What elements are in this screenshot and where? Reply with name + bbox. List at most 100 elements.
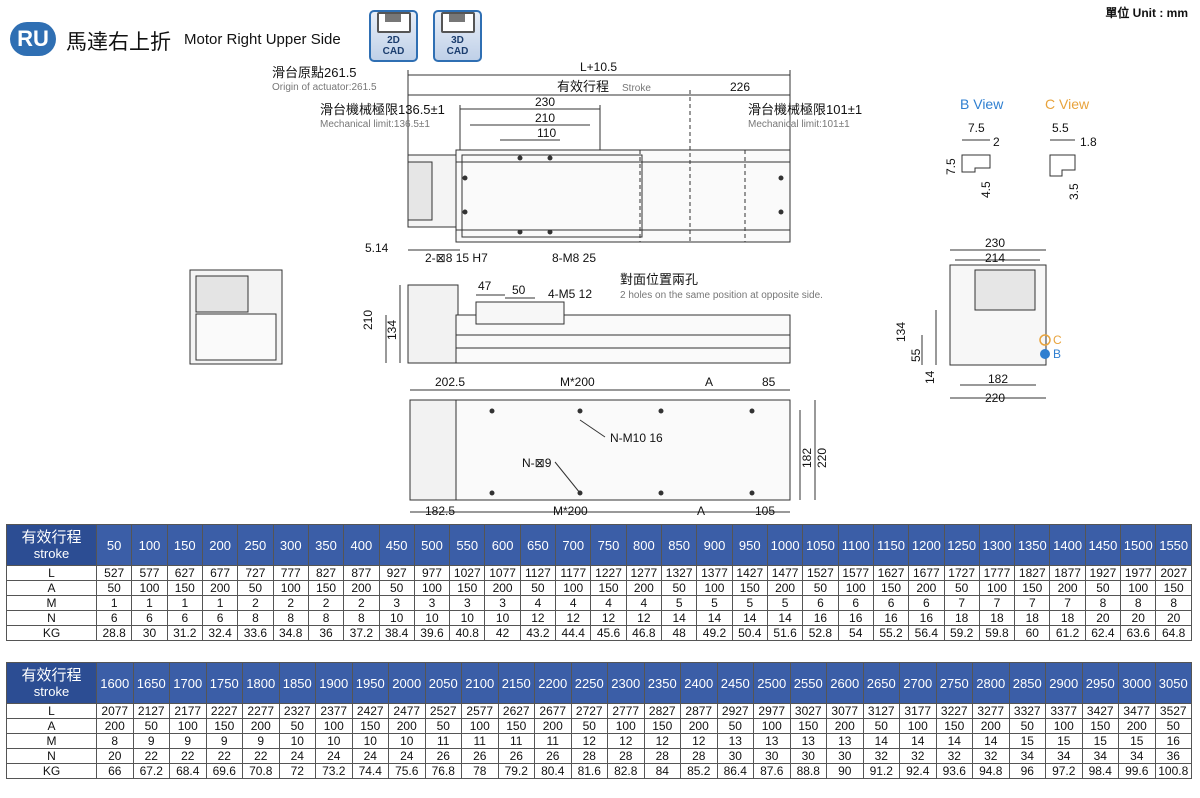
table-cell: 527 xyxy=(95,565,133,581)
table-cell: 3077 xyxy=(826,703,864,719)
mech-left-cn: 滑台機械極限136.5±1 xyxy=(320,102,445,117)
stroke-value-header: 1550 xyxy=(1155,524,1192,566)
table-cell: 927 xyxy=(378,565,415,581)
table-cell: 1027 xyxy=(449,565,486,581)
stroke-value-header: 1800 xyxy=(242,662,280,704)
table-cell: 39.6 xyxy=(413,625,451,641)
model-badge: RU xyxy=(10,22,56,56)
stroke-value-header: 1150 xyxy=(872,524,910,566)
stroke-value-header: 900 xyxy=(696,524,733,566)
table-cell: 11 xyxy=(461,733,499,749)
table-cell: 100 xyxy=(315,718,353,734)
end-dim-55: 55 xyxy=(909,348,923,362)
technical-drawing: 滑台原點261.5 Origin of actuator:261.5 滑台機械極… xyxy=(189,60,1097,518)
table-cell: 18 xyxy=(1049,610,1086,626)
table-cell: 49.2 xyxy=(696,625,733,641)
table-cell: 14 xyxy=(660,610,698,626)
stroke-value-header: 2050 xyxy=(424,662,462,704)
stroke-value-header: 1250 xyxy=(943,524,980,566)
table-cell: 42 xyxy=(484,625,521,641)
table-cell: 1 xyxy=(131,595,168,611)
table-cell: 8 xyxy=(1084,595,1122,611)
stroke-value-header: 2150 xyxy=(497,662,535,704)
table-cell: 3 xyxy=(484,595,521,611)
table-cell: 50 xyxy=(95,580,133,596)
table-cell: 100 xyxy=(413,580,451,596)
table-cell: 200 xyxy=(242,718,280,734)
table-cell: 200 xyxy=(680,718,718,734)
table-cell: 150 xyxy=(1155,580,1192,596)
stroke-value-header: 700 xyxy=(555,524,592,566)
table-cell: 51.6 xyxy=(766,625,804,641)
table-cell: 100 xyxy=(555,580,592,596)
table-cell: 1727 xyxy=(943,565,980,581)
table-cell: 5 xyxy=(696,595,733,611)
stroke-value-header: 1350 xyxy=(1014,524,1051,566)
table-cell: 30 xyxy=(131,625,168,641)
table-cell: 81.6 xyxy=(570,763,608,779)
table-cell: 1877 xyxy=(1049,565,1086,581)
row-label: A xyxy=(6,580,97,596)
stroke-value-header: 2350 xyxy=(643,662,681,704)
table-cell: 50 xyxy=(519,580,557,596)
table-cell: 150 xyxy=(643,718,681,734)
stroke-value-header: 1600 xyxy=(96,662,134,704)
table-cell: 15 xyxy=(1008,733,1046,749)
table-cell: 10 xyxy=(413,610,451,626)
table-cell: 12 xyxy=(590,610,627,626)
dim-5-14: 5.14 xyxy=(365,241,389,255)
hole-spec-1: 2-⊠8 15 H7 xyxy=(425,251,488,265)
b-view-dim-4-5: 4.5 xyxy=(979,181,993,198)
table-cell: 1327 xyxy=(660,565,698,581)
table-cell: 1477 xyxy=(766,565,804,581)
table-cell: 8 xyxy=(96,733,134,749)
stroke-value-header: 850 xyxy=(660,524,698,566)
table-cell: 16 xyxy=(908,610,945,626)
table-cell: 7 xyxy=(1014,595,1051,611)
table-cell: 100 xyxy=(272,580,309,596)
table-cell: 9 xyxy=(132,733,170,749)
table-cell: 1177 xyxy=(555,565,592,581)
stroke-value-header: 2650 xyxy=(862,662,900,704)
table-cell: 4 xyxy=(625,595,663,611)
mech-left-en: Mechanical limit:136.5±1 xyxy=(320,119,430,130)
table-cell: 6 xyxy=(201,610,239,626)
dim-110: 110 xyxy=(537,126,556,140)
stroke-value-header: 2550 xyxy=(789,662,827,704)
table-cell: 6 xyxy=(837,595,874,611)
table-cell: 78 xyxy=(461,763,499,779)
table-cell: 100.8 xyxy=(1154,763,1192,779)
table-cell: 5 xyxy=(731,595,768,611)
bottom-dim-202-5: 202.5 xyxy=(435,375,465,389)
table-cell: 4 xyxy=(519,595,557,611)
table-cell: 73.2 xyxy=(315,763,353,779)
stroke-value-header: 1000 xyxy=(766,524,804,566)
table-cell: 14 xyxy=(862,733,900,749)
table-cell: 75.6 xyxy=(388,763,426,779)
title-english: Motor Right Upper Side xyxy=(184,31,341,48)
table-cell: 677 xyxy=(201,565,239,581)
dim-210: 210 xyxy=(535,111,555,125)
table-cell: 2627 xyxy=(497,703,535,719)
table-cell: 2427 xyxy=(351,703,389,719)
table-cell: 100 xyxy=(753,718,791,734)
table-cell: 200 xyxy=(625,580,663,596)
b-view-title: B View xyxy=(960,96,1004,112)
table-cell: 92.4 xyxy=(899,763,937,779)
stroke-value-header: 1050 xyxy=(802,524,839,566)
table-cell: 200 xyxy=(201,580,239,596)
stroke-value-header: 350 xyxy=(307,524,345,566)
table-cell: 577 xyxy=(131,565,168,581)
opposite-holes-cn: 對面位置兩孔 xyxy=(620,272,698,287)
table-cell: 14 xyxy=(766,610,804,626)
bottom-dim-85: 85 xyxy=(762,375,776,389)
stroke-value-header: 2750 xyxy=(935,662,973,704)
table-cell: 12 xyxy=(519,610,557,626)
row-label: A xyxy=(6,718,97,734)
